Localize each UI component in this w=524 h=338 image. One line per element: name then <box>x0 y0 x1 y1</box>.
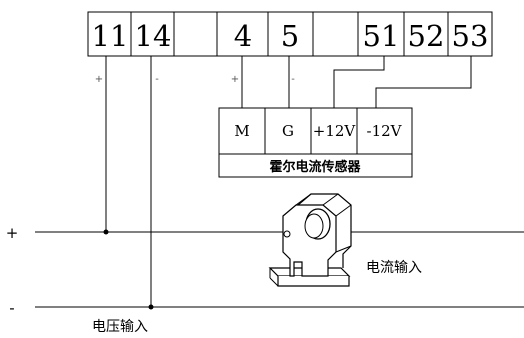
sensor-pin-g: G <box>282 122 294 140</box>
polarity-14: - <box>155 74 159 85</box>
sensor-pin-minus12v: -12V <box>367 122 403 140</box>
wire-51-plus12v <box>333 56 385 108</box>
terminal-block-frame <box>87 11 493 57</box>
rail-negative-label: - <box>9 299 14 317</box>
terminal-14: 14 <box>135 19 172 53</box>
sensor-pin-m: M <box>234 122 249 140</box>
sensor-frame <box>218 107 413 178</box>
terminal-4: 4 <box>234 19 252 53</box>
hall-sensor: M G +12V -12V 霍尔电流传感器 <box>218 107 413 178</box>
voltage-input-label: 电压输入 <box>92 319 148 335</box>
polarity-11: + <box>95 74 103 85</box>
junction-positive <box>103 229 109 235</box>
rail-positive-label: + <box>6 224 19 242</box>
terminal-11: 11 <box>92 19 129 53</box>
wires <box>105 56 472 307</box>
polarity-5: - <box>291 74 295 85</box>
sensor-pin-plus12v: +12V <box>313 122 357 140</box>
hall-sensor-clamp-icon <box>268 193 352 287</box>
wire-53-minus12v <box>375 56 472 108</box>
terminal-53: 53 <box>452 19 489 53</box>
terminal-52: 52 <box>408 19 445 53</box>
sensor-title: 霍尔电流传感器 <box>269 159 361 175</box>
polarity-4: + <box>231 74 239 85</box>
terminal-51: 51 <box>363 19 400 53</box>
terminal-5: 5 <box>281 19 299 53</box>
terminal-block: 11 14 4 5 51 52 53 <box>87 11 493 57</box>
junction-negative <box>148 304 154 310</box>
current-input-label: 电流输入 <box>366 260 422 276</box>
